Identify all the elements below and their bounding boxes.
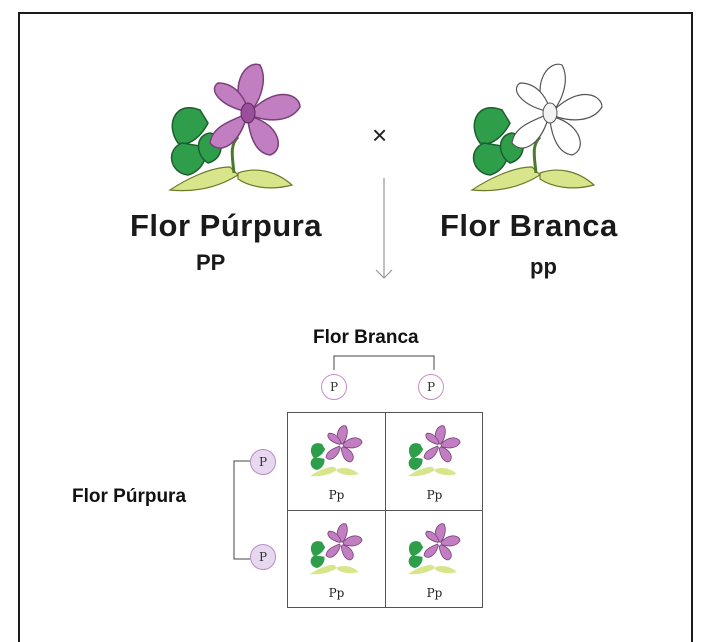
offspring-flower-icon xyxy=(310,523,363,575)
parent-purple-genotype: PP xyxy=(196,250,226,275)
diagram-frame xyxy=(18,12,693,642)
offspring-genotype: Pp xyxy=(426,586,443,600)
punnett-cell: Pp xyxy=(288,413,385,510)
punnett-cell: Pp xyxy=(386,511,483,608)
row-parent-label: Flor Púrpura xyxy=(72,486,187,507)
parent-purple-flower xyxy=(160,55,310,210)
cross-symbol: × xyxy=(372,120,388,150)
offspring-flower-icon xyxy=(408,523,461,575)
row-allele-2: P xyxy=(250,544,276,570)
offspring-genotype: Pp xyxy=(328,488,345,502)
offspring-genotype: Pp xyxy=(328,586,345,600)
parent-white-genotype: pp xyxy=(530,254,557,279)
offspring-genotype: Pp xyxy=(426,488,443,502)
punnett-grid: Pp Pp Pp xyxy=(287,412,483,608)
parent-white-flower xyxy=(462,55,612,210)
row-allele-1: P xyxy=(250,449,276,475)
parent-white-label: Flor Branca xyxy=(440,208,618,243)
offspring-flower-icon xyxy=(310,425,363,477)
column-bracket xyxy=(333,355,435,370)
offspring-flower-icon xyxy=(408,425,461,477)
column-allele-2: P xyxy=(418,374,444,400)
cross-arrow xyxy=(375,178,393,279)
punnett-cell: Pp xyxy=(288,511,385,608)
row-bracket xyxy=(233,460,250,560)
punnett-cell: Pp xyxy=(386,413,483,510)
parent-purple-label: Flor Púrpura xyxy=(130,208,323,243)
column-parent-label: Flor Branca xyxy=(313,327,419,348)
column-allele-1: P xyxy=(321,374,347,400)
